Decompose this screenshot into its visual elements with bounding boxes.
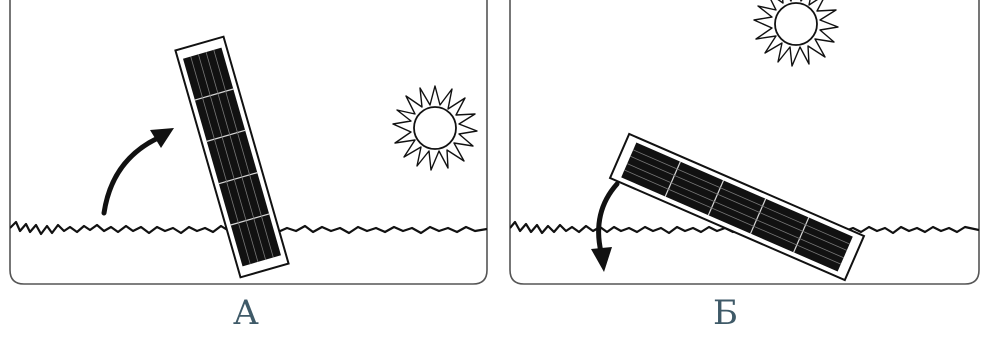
panel-a-label: А [233,296,259,330]
panel-b-frame [510,0,979,284]
panel-b [510,0,979,284]
panel-b-label: Б [713,296,738,330]
panel-b-sun-icon [754,0,838,66]
panel-a-solar-panel [175,37,288,278]
panel-b-arrow-icon [599,184,617,252]
panel-a [10,0,487,284]
panel-a-arrow-icon [104,138,158,213]
panel-a-sun-icon [393,86,477,170]
panel-b-arrowhead-icon [591,247,612,272]
panel-b-solar-panel [610,134,864,280]
